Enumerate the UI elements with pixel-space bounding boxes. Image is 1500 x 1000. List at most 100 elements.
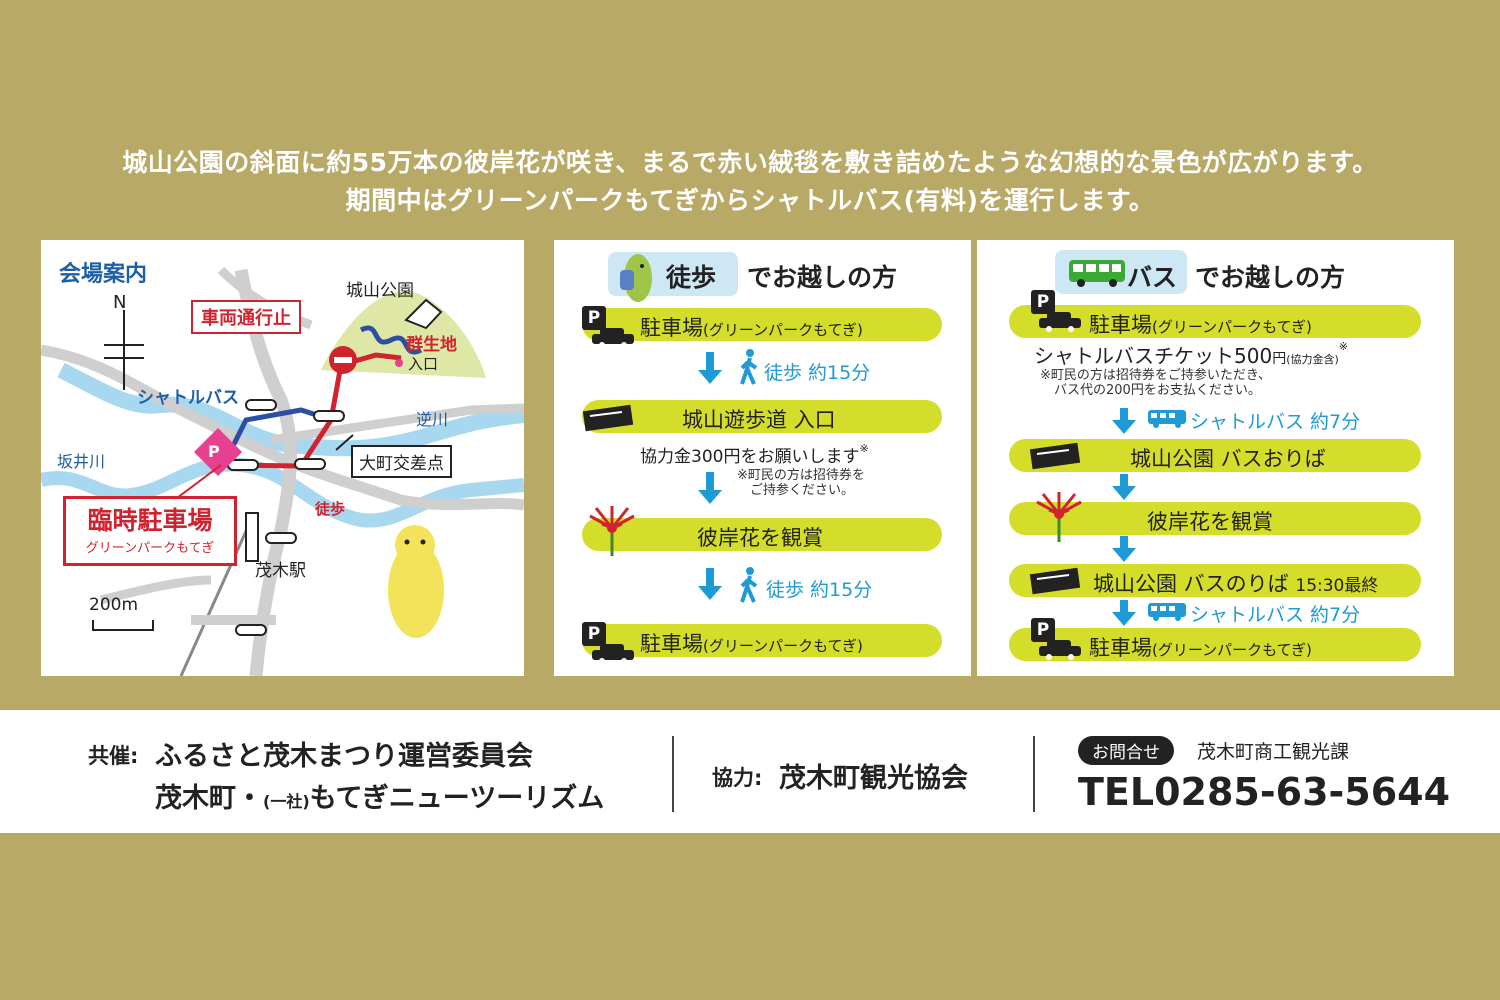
ticket-icon (1029, 442, 1081, 470)
host-line-1: ふるさと茂木まつり運営委員会 (155, 741, 533, 772)
car-icon (1039, 640, 1081, 660)
walk-view-label: 彼岸花を観賞 (697, 526, 823, 550)
bus-parking1-text: 駐車場 (1089, 313, 1152, 337)
intersection-label: 大町交差点 (351, 445, 452, 478)
coop-label: 協力: (712, 766, 763, 790)
bus-icon (1069, 260, 1125, 287)
scale-label: 200m (89, 595, 139, 615)
down-arrow-icon (1112, 474, 1136, 500)
shuttle-bus-icon (1148, 410, 1186, 428)
bus-step2: シャトルバス 約7分 (1190, 604, 1361, 626)
walk-parking1-text: 駐車場 (640, 316, 703, 340)
walk-parking2-text: 駐車場 (640, 632, 703, 656)
bus-note-2: バス代の200円をお支払ください。 (1054, 383, 1261, 398)
bus-view-pill (1009, 502, 1421, 535)
higanbana-flower-icon (589, 506, 635, 556)
donation-mark: ※ (859, 442, 869, 455)
venue-map (41, 266, 524, 676)
last-bus-time: 15:30最終 (1295, 576, 1379, 596)
intro-line-2: 期間中はグリーンパークもてぎからシャトルバス(有料)を運行します。 (345, 186, 1155, 215)
ticket-icon (1029, 567, 1081, 595)
bus-view-label: 彼岸花を観賞 (1147, 510, 1273, 534)
donation-text: 協力金300円をお願いします※ (640, 442, 869, 467)
donation-label: 協力金300円をお願いします (640, 447, 860, 467)
bus-mode-suffix: でお越しの方 (1195, 263, 1346, 292)
parking-p-icon: P (1031, 290, 1055, 314)
contact-badge: お問合せ (1078, 736, 1174, 765)
coop-org: 茂木町観光協会 (779, 763, 968, 794)
higanbana-flower-icon (1036, 492, 1082, 542)
walk-route-label: 徒歩 (315, 500, 346, 518)
footer: 共催: ふるさと茂木まつり運営委員会 茂木町・(一社)もてぎニューツーリズム 協… (0, 710, 1500, 833)
bus-mode-title: バス (1127, 263, 1178, 292)
temp-parking-box: 臨時駐車場 グリーンパークもてぎ (63, 496, 237, 566)
divider (672, 736, 674, 812)
walk-parking1-sub: (グリーンパークもてぎ) (703, 321, 863, 339)
bus-parking2-label: 駐車場(グリーンパークもてぎ) (1089, 632, 1312, 662)
ticket-text: シャトルバスチケット500円(協力金含)※ (1034, 340, 1348, 369)
walk-person-icon (740, 349, 758, 385)
walk-step1: 徒歩 約15分 (764, 362, 871, 384)
down-arrow-icon (698, 472, 722, 504)
walk-parking2-pill (582, 624, 942, 657)
map-title: 会場案内 (59, 262, 148, 287)
walk-parking1-label: 駐車場(グリーンパークもてぎ) (640, 312, 863, 342)
mascot-walker-icon (620, 254, 652, 302)
host-line-2: 茂木町・(一社)もてぎニューツーリズム (155, 776, 604, 815)
down-arrow-icon (1112, 536, 1136, 562)
bus-parking1-sub: (グリーンパークもてぎ) (1152, 318, 1312, 336)
parking-p-icon: P (582, 622, 606, 646)
walk-note-1: ※町民の方は招待券を (737, 468, 865, 483)
bus-panel: バス でお越しの方 P 駐車場(グリーンパークもてぎ) シャトルバスチケット50… (977, 240, 1454, 676)
sakasa-river-label: 逆川 (416, 410, 449, 429)
parking-p-icon: P (1031, 618, 1055, 642)
stop-on-label: 城山公園 バスのりば 15:30最終 (1093, 568, 1378, 598)
down-arrow-icon (1112, 600, 1136, 626)
host2-text: 茂木町・ (155, 783, 263, 814)
divider (1033, 736, 1035, 812)
bus-note-1: ※町民の方は招待券をご持参いただき、 (1040, 368, 1271, 383)
contact-dept: 茂木町商工観光課 (1197, 741, 1350, 763)
entrance-label: 入口 (408, 355, 439, 373)
sakai-river-label: 坂井川 (57, 452, 106, 471)
ticket-mark: ※ (1338, 340, 1348, 353)
trail-pill (582, 400, 942, 433)
contact-tel[interactable]: TEL0285-63-5644 (1078, 770, 1451, 814)
north-label: N (113, 292, 127, 313)
bus-parking1-label: 駐車場(グリーンパークもてぎ) (1089, 309, 1312, 339)
host2-rest: もてぎニューツーリズム (309, 783, 605, 814)
walk-panel: 徒歩 でお越しの方 P 駐車場(グリーンパークもてぎ) 徒歩 約15分 城山遊歩… (554, 240, 971, 676)
bus-parking2-text: 駐車場 (1089, 636, 1152, 660)
shuttle-bus-icon (1148, 603, 1186, 621)
ticket-label: シャトルバスチケット500 (1034, 344, 1273, 368)
host-label: 共催: (88, 744, 139, 768)
colony-label: 群生地 (406, 335, 457, 355)
walk-parking1-pill (582, 308, 942, 341)
parking-p-icon: P (582, 306, 606, 330)
park-label: 城山公園 (346, 281, 414, 301)
walk-mode-title: 徒歩 (666, 263, 717, 292)
walk-mode-suffix: でお越しの方 (747, 263, 898, 292)
walk-note-2: ご持参ください。 (750, 483, 855, 498)
walk-step2: 徒歩 約15分 (766, 579, 873, 601)
down-arrow-icon (698, 568, 722, 600)
bus-step1: シャトルバス 約7分 (1190, 411, 1361, 433)
ticket-icon (582, 404, 634, 432)
car-icon (1039, 312, 1081, 332)
trail-label: 城山遊歩道 入口 (682, 408, 836, 432)
no-vehicle-label: 車両通行止 (191, 300, 301, 334)
ticket-note: (協力金含) (1286, 353, 1339, 366)
walk-parking2-sub: (グリーンパークもてぎ) (703, 637, 863, 655)
car-icon (592, 328, 634, 348)
station-label: 茂木駅 (255, 561, 306, 581)
walk-person-icon (740, 567, 758, 603)
temp-parking-label: 臨時駐車場 (87, 506, 213, 535)
host2-small: (一社) (263, 792, 310, 811)
intro-line-1: 城山公園の斜面に約55万本の彼岸花が咲き、まるで赤い絨毯を敷き詰めたような幻想的… (122, 148, 1378, 177)
down-arrow-icon (698, 352, 722, 384)
temp-parking-sub: グリーンパークもてぎ (85, 541, 215, 556)
parking-map-icon: P (208, 442, 220, 461)
walk-parking2-label: 駐車場(グリーンパークもてぎ) (640, 628, 863, 658)
car-icon (592, 644, 634, 664)
bus-parking2-sub: (グリーンパークもてぎ) (1152, 641, 1312, 659)
